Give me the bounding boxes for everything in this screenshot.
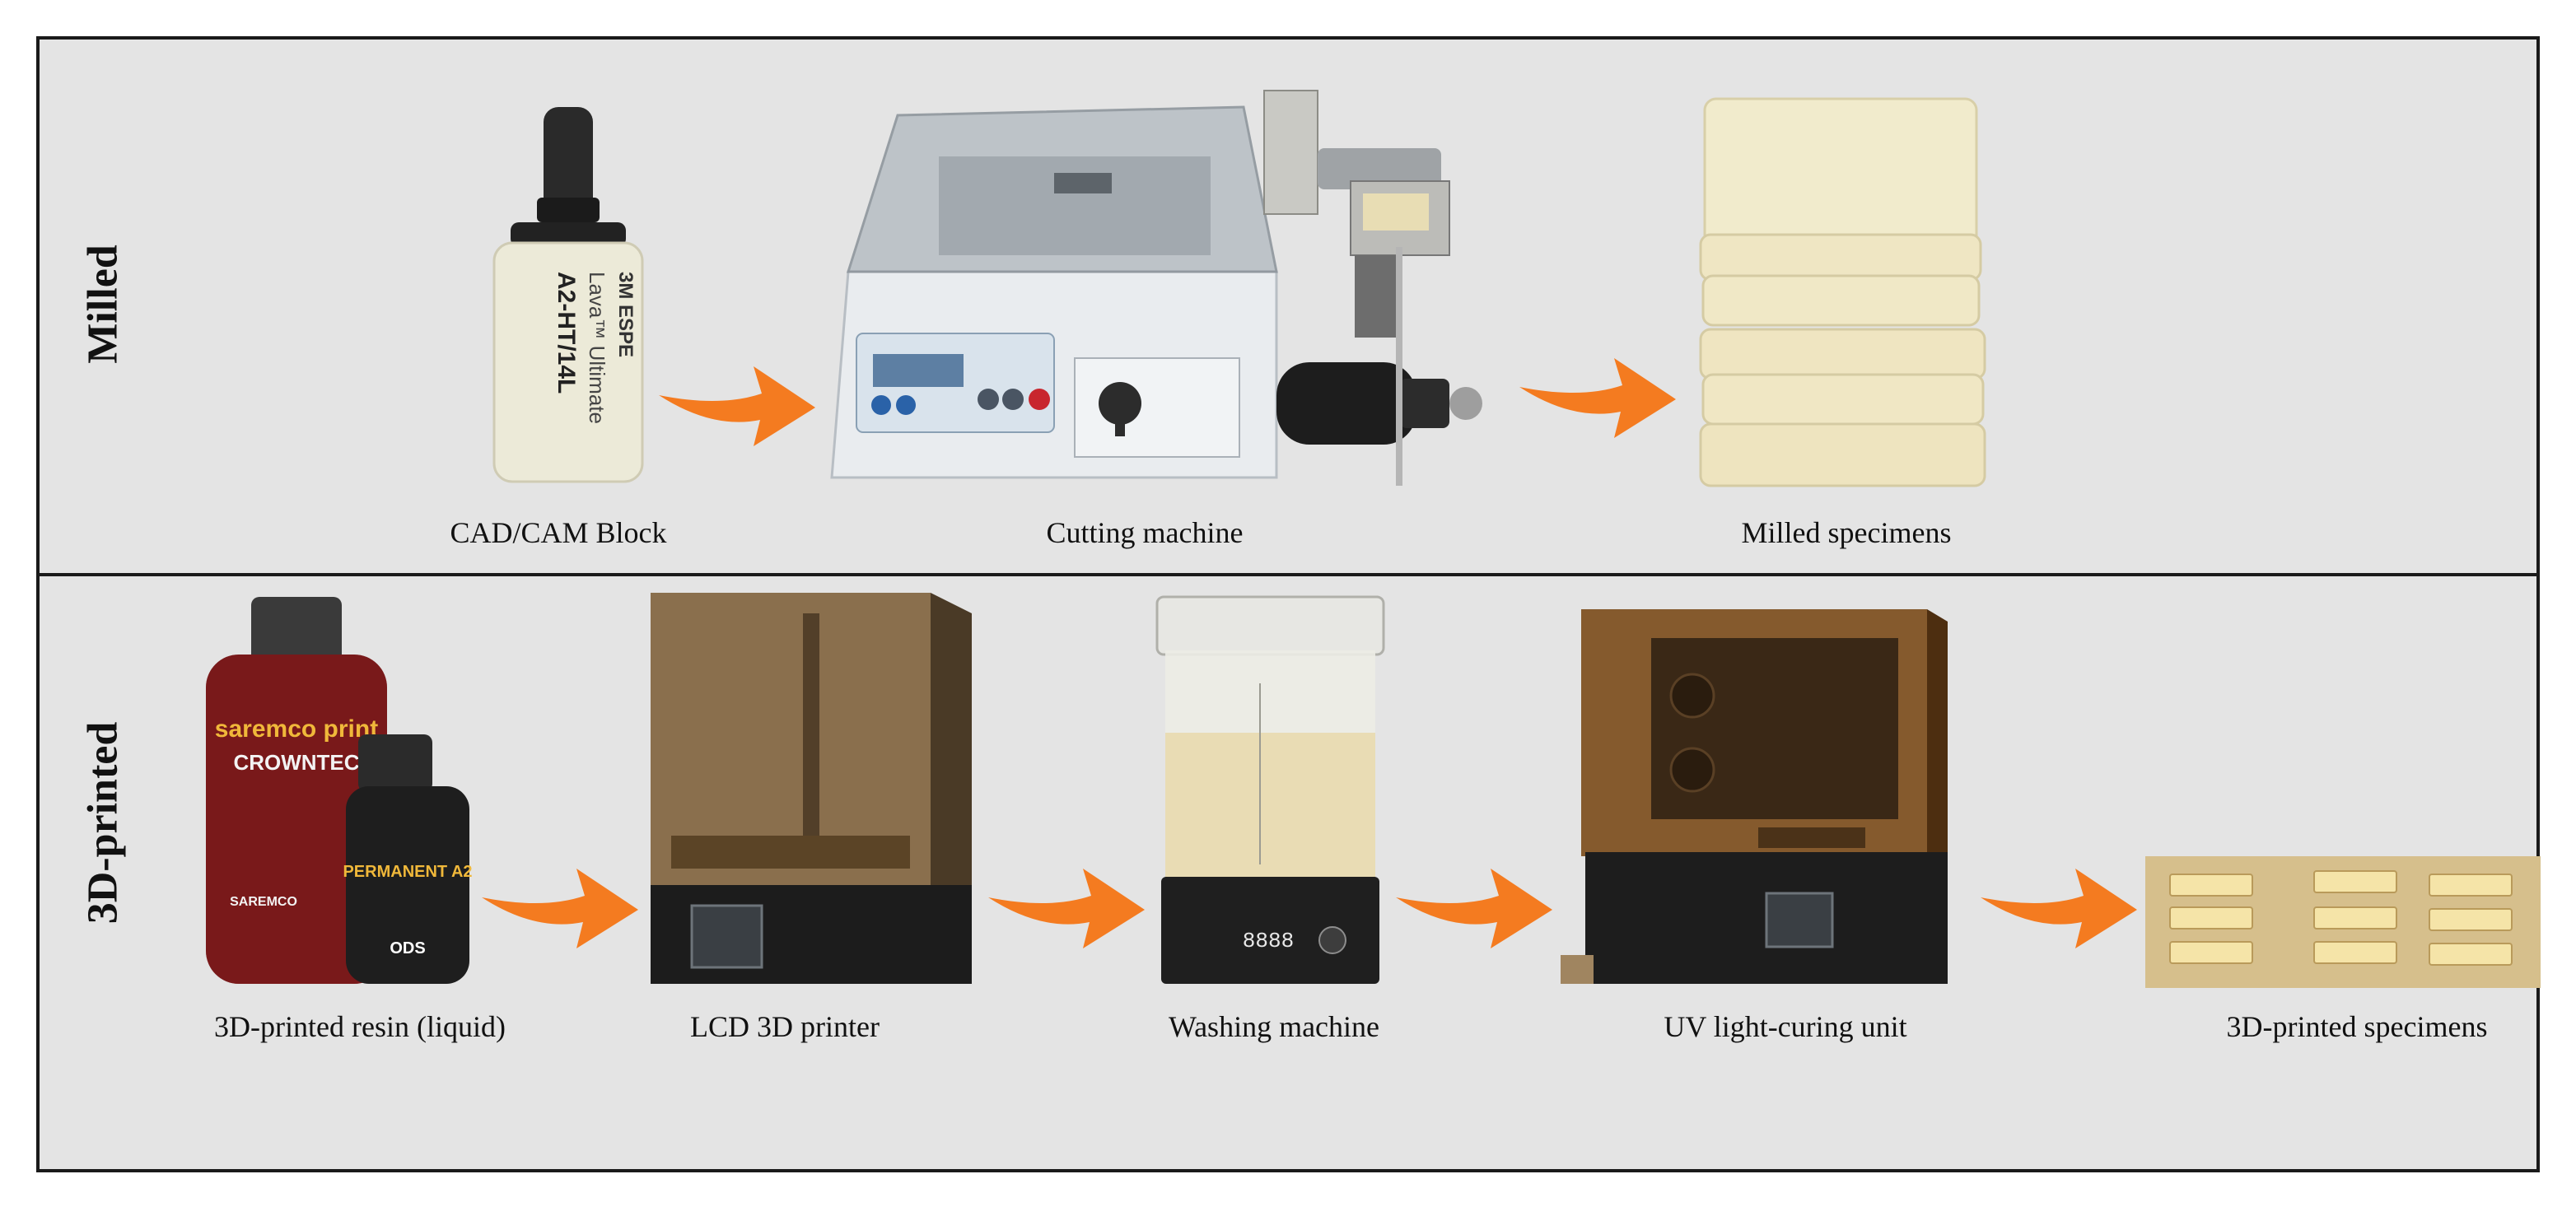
milled-specimens-image — [1699, 97, 1986, 487]
caption-uv-light-curing-unit: UV light-curing unit — [1664, 1010, 1907, 1043]
resin-small-maker-text: ODS — [390, 939, 425, 957]
block-brand-text: 3M ESPE — [614, 272, 637, 357]
row-title-milled: Milled — [79, 245, 127, 364]
lcd-3d-printer-image — [651, 593, 972, 984]
cad-cam-block-image: 3M ESPE Lava™ Ultimate A2-HT/14L — [492, 107, 644, 483]
washing-machine-image: 8888 — [1155, 595, 1385, 984]
curved-arrow-icon — [1519, 358, 1676, 438]
block-product-text: Lava™ Ultimate — [585, 272, 609, 424]
uv-light-curing-unit-image — [1561, 609, 1948, 984]
resin-big-product-text: CROWNTEC — [233, 750, 359, 775]
row-title-3d-printed: 3D-printed — [79, 721, 127, 925]
caption-cad-cam-block: CAD/CAM Block — [450, 516, 667, 549]
curved-arrow-icon — [1396, 869, 1552, 948]
curved-arrow-icon — [1981, 869, 2137, 948]
resin-big-brand-text: saremco print — [215, 715, 378, 743]
row-divider — [40, 573, 2536, 576]
cutting-machine-image — [830, 90, 1482, 486]
curved-arrow-icon — [988, 869, 1145, 948]
resin-big-maker-text: SAREMCO — [230, 895, 297, 909]
caption-cutting-machine: Cutting machine — [1046, 516, 1244, 549]
caption-3d-printed-specimens: 3D-printed specimens — [2226, 1010, 2488, 1043]
curved-arrow-icon — [482, 869, 638, 948]
caption-lcd-3d-printer: LCD 3D printer — [690, 1010, 880, 1043]
caption-washing-machine: Washing machine — [1168, 1010, 1380, 1043]
resin-bottles-image: saremco print CROWNTEC SAREMCO PERMANENT… — [206, 597, 473, 984]
caption-resin: 3D-printed resin (liquid) — [214, 1010, 506, 1043]
caption-milled-specimens: Milled specimens — [1741, 516, 1952, 549]
printed-specimens-image — [2145, 856, 2541, 988]
resin-small-product-text: PERMANENT A2 — [343, 863, 472, 881]
washer-display-text: 8888 — [1243, 929, 1294, 953]
block-shade-text: A2-HT/14L — [553, 272, 580, 394]
curved-arrow-icon — [659, 366, 815, 446]
